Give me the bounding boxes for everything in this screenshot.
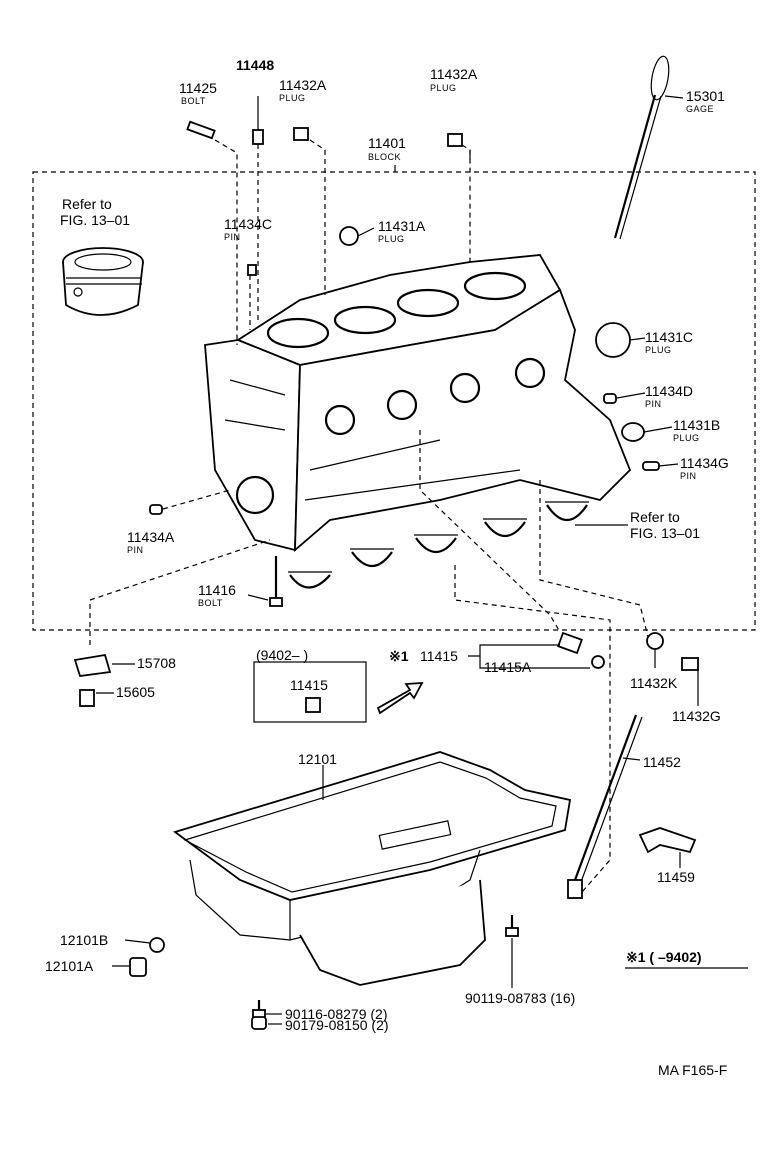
ref-top-line1: Refer to [62,196,112,212]
pin-11434G-shape [642,461,660,471]
ref-right-line2: FIG. 13–01 [630,525,700,541]
desc-11401: BLOCK [368,152,401,162]
desc-11431A: PLUG [378,234,405,244]
label-11432G: 11432G [672,708,721,724]
block-assembly-boundary [32,171,756,631]
desc-11431B: PLUG [673,433,700,443]
label-12101B: 12101B [60,932,108,948]
label-11434A: 11434A [127,529,175,545]
desc-11434A: PIN [127,545,144,555]
plug-11431C-shape [595,322,631,358]
oil-pan-12101-shape [173,751,572,986]
label-11432A-2: 11432A [430,66,478,82]
plug-11432A-shape [293,127,309,141]
cylinder-block [204,254,632,553]
pipe-11452-shape [567,714,643,899]
label-15708: 15708 [137,655,176,671]
mark-prefix: ※1 [389,648,409,664]
label-11415A: 11415A [484,659,532,675]
label-15301: 15301 [686,88,725,104]
desc-11434G: PIN [680,471,697,481]
bracket-11415-leader [468,644,560,657]
label-11431C: 11431C [645,329,693,345]
washer-11432K-shape [646,632,664,650]
date-box-label: (9402– ) [256,647,308,663]
bracket-15708-shape [73,653,135,677]
label-11459: 11459 [657,869,695,885]
bolt-15605-shape [79,689,114,707]
desc-11434D: PIN [645,399,662,409]
label-11434C: 11434C [224,216,272,232]
gage-15301-shape [613,55,670,240]
label-11448: 11448 [236,57,274,73]
part-11448-shape [252,129,264,145]
ref-top-line2: FIG. 13–01 [60,212,130,228]
piston-illustration [62,247,144,316]
bolt-11416-shape [269,556,283,607]
label-11425: 11425 [179,80,217,96]
plug-11415-box-shape [305,697,321,713]
desc-15301: GAGE [686,104,714,114]
desc-11432A-2: PLUG [430,83,457,93]
label-90116: 90116-08279 (2) [285,1006,387,1022]
plug-11431B-shape [621,422,645,442]
pin-11434D-shape [603,393,617,404]
label-11432A-1: 11432A [279,77,327,93]
legend-mark: ※1 ( –9402) [626,949,702,965]
desc-11425: BOLT [181,96,206,106]
bolt-11425-shape [186,120,216,140]
label-11415: 11415 [420,648,458,664]
label-11415-box: 11415 [290,677,328,693]
date-box-frame [253,661,367,723]
nut-90179-shape [251,1016,282,1030]
pin-11434A-shape [149,504,163,515]
desc-11416: BOLT [198,598,223,608]
label-11452: 11452 [643,754,681,770]
label-90179: 90179-08150 (2) [285,1017,389,1033]
washer-12101B-shape [149,937,165,953]
label-12101A: 12101A [45,958,94,974]
label-11431A: 11431A [378,218,426,234]
label-15605: 15605 [116,684,155,700]
plug-11432A-2-shape [447,133,463,147]
plug-11431A-shape [339,226,359,246]
desc-11432A-1: PLUG [279,93,306,103]
bolt-90119-shape [505,915,519,988]
desc-11431C: PLUG [645,345,672,355]
bearing-caps [288,501,589,589]
plug-11415-shape [557,631,583,655]
arrow-shape [376,682,424,715]
plug-11432G-shape [681,657,699,671]
pin-11434C-shape [247,264,257,276]
label-11401: 11401 [368,135,406,151]
bracket-11459-shape [638,827,697,868]
label-11434G: 11434G [680,455,729,471]
label-11432K: 11432K [630,675,678,691]
label-12101: 12101 [298,751,337,767]
desc-11434C: PIN [224,232,241,242]
label-11416: 11416 [198,582,236,598]
ref-right-line1: Refer to [630,509,680,525]
drain-plug-12101A-shape [129,957,147,977]
label-11434D: 11434D [645,383,693,399]
diagram-code: MA F165-F [658,1062,727,1078]
label-11431B: 11431B [673,417,720,433]
label-90119: 90119-08783 (16) [465,990,575,1006]
plug-11415A-shape [591,655,605,669]
leader-lines [89,95,684,901]
